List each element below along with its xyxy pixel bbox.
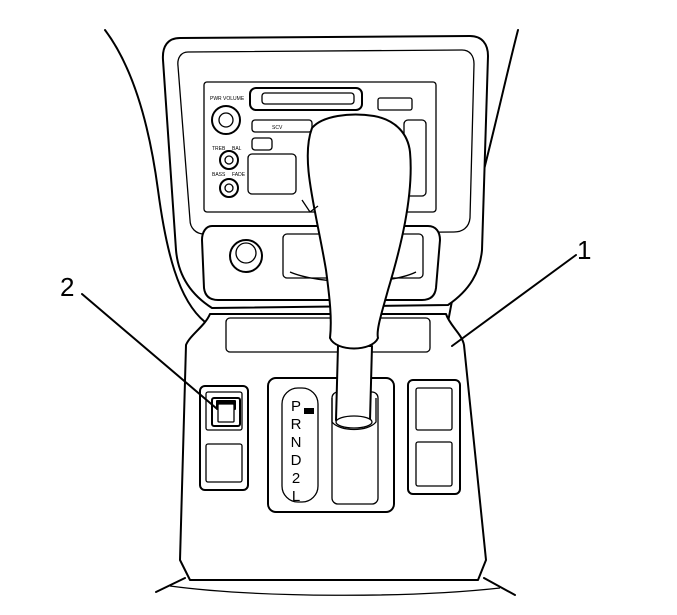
volume-knob — [211, 105, 241, 135]
callout-1: 1 — [451, 235, 591, 347]
callout-2-leader — [81, 293, 217, 409]
shift-lock-release-switch — [211, 397, 241, 427]
floor-console: P R N D 2 L — [155, 313, 516, 596]
fade-label: FADE — [232, 172, 246, 178]
gear-2: 2 — [292, 470, 300, 487]
gear-r: R — [291, 416, 302, 433]
shift-lever-knob — [306, 113, 412, 350]
bass-knob — [219, 178, 239, 198]
blank-switch-plate-left — [205, 443, 243, 483]
band-button — [251, 119, 313, 133]
console-tray — [225, 317, 431, 353]
scv-label: SCV — [272, 125, 283, 131]
shift-lever-shaft — [335, 345, 373, 429]
radio-head-unit: PWR VOLUME TREB BAL BASS FADE SCV — [210, 87, 427, 198]
callout-2-label: 2 — [60, 272, 74, 302]
callout-1-label: 1 — [577, 235, 591, 265]
eject-button — [377, 97, 413, 111]
gear-letters: P R N D 2 L — [291, 398, 302, 505]
gear-position-marker — [304, 408, 314, 414]
gear-l: L — [292, 488, 300, 505]
gear-p: P — [291, 398, 301, 415]
callout-2: 2 — [60, 272, 217, 409]
callout-1-leader — [451, 254, 577, 347]
blank-switch-plate-right-lower — [415, 441, 453, 487]
gear-indicator-window — [281, 387, 319, 503]
bass-label: BASS — [212, 172, 226, 178]
blank-switch-plate-right-upper — [415, 387, 453, 431]
gear-n: N — [291, 434, 302, 451]
pwr-volume-label: PWR VOLUME — [210, 96, 245, 102]
bal-label: BAL — [232, 146, 242, 152]
gear-d: D — [291, 452, 302, 469]
treb-label: TREB — [212, 146, 226, 152]
shift-lever — [301, 113, 412, 431]
treble-knob — [219, 150, 239, 170]
